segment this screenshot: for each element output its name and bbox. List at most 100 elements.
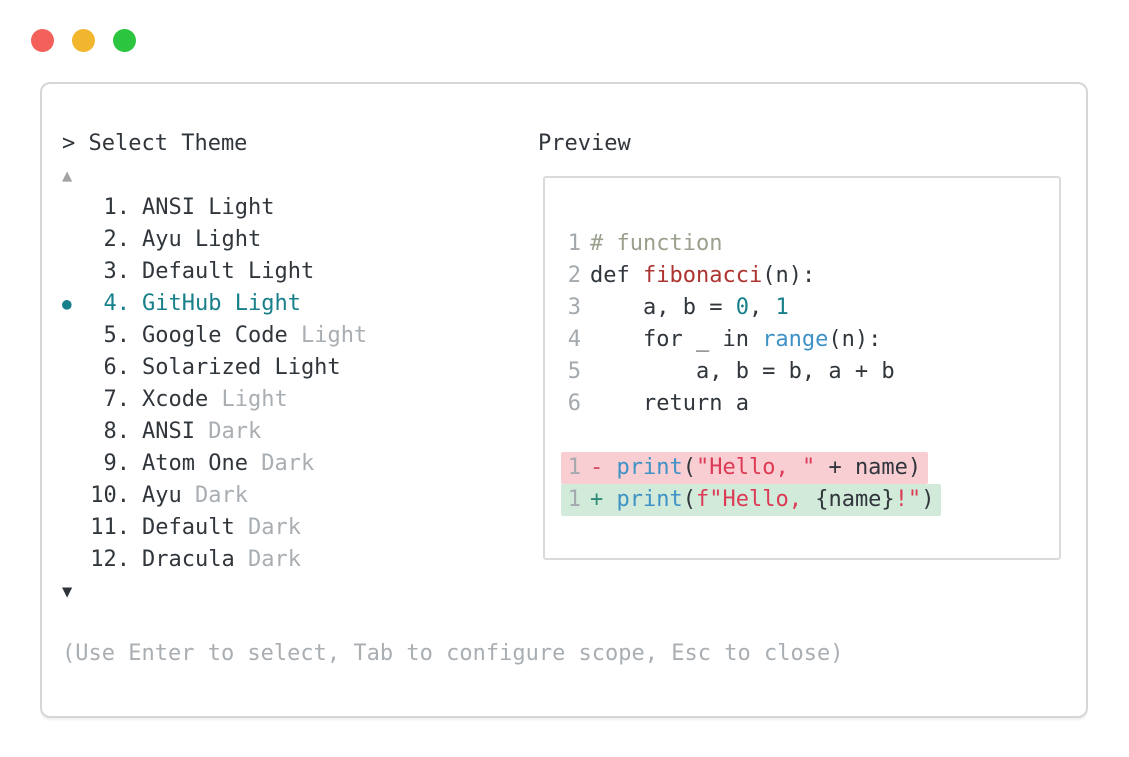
code-token-default: , [748, 295, 776, 320]
theme-option-label-part: Dracula [142, 547, 248, 572]
line-number: 1 [567, 231, 581, 256]
theme-option[interactable]: 10.Ayu Dark [42, 480, 522, 512]
dialog-prompt: > Select Theme [62, 131, 248, 156]
theme-option-label-part: Solarized Light [142, 355, 341, 380]
theme-option-label: ANSI Dark [142, 419, 261, 444]
code-token-builtin: print [616, 455, 683, 480]
code-token-default: a, b = b, a + b [590, 359, 895, 384]
theme-option[interactable]: ● 4. GitHub Light [42, 288, 522, 320]
keyboard-hint: (Use Enter to select, Tab to configure s… [62, 641, 844, 666]
theme-option[interactable]: 8. ANSI Dark [42, 416, 522, 448]
theme-list: 1. ANSI Light 2.Ayu Light 3. Default Light ● 4… [42, 192, 522, 576]
line-number: 2 [567, 263, 581, 288]
preview-label: Preview [538, 131, 631, 156]
theme-option-label: Dracula Dark [142, 547, 301, 572]
theme-option-number: 5. [103, 323, 131, 348]
traffic-lights [31, 29, 136, 52]
theme-option[interactable]: 3. Default Light [42, 256, 522, 288]
code-line-content: 4 for _ in range(n): [561, 324, 888, 356]
line-number: 1 [567, 487, 581, 512]
theme-option-label: Default Light [142, 259, 314, 284]
theme-option[interactable]: 9.Atom One Dark [42, 448, 522, 480]
minimize-button[interactable] [72, 29, 95, 52]
theme-option-label-part: Dark [208, 419, 262, 444]
code-line-content: 3 a, b = 0, 1 [561, 292, 796, 324]
theme-option-label-part: ANSI [142, 419, 209, 444]
theme-option-label: Atom One Dark [142, 451, 314, 476]
theme-option-label-part: Dark [261, 451, 315, 476]
theme-option[interactable]: 5. Google Code Light [42, 320, 522, 352]
code-line-content: 1- print("Hello, " + name) [561, 452, 929, 484]
theme-option-label: Ayu Dark [142, 483, 248, 508]
theme-option-number: 3. [103, 259, 131, 284]
close-button[interactable] [31, 29, 54, 52]
code-line: 3 a, b = 0, 1 [567, 292, 941, 324]
theme-option-label: Xcode Light [142, 387, 288, 412]
theme-option[interactable]: 1. ANSI Light [42, 192, 522, 224]
code-token-default: ( [682, 455, 696, 480]
code-token-string: f"Hello, [695, 487, 816, 512]
code-token-default: for _ in [590, 327, 763, 352]
code-line [567, 420, 941, 452]
theme-option-number: 4. [103, 291, 131, 316]
code-token-add_sign: + [590, 487, 617, 512]
theme-option-label: Ayu Light [142, 227, 261, 252]
code-token-default: + name) [815, 455, 922, 480]
theme-picker-dialog: > Select Theme Preview ▲ 1. ANSI Light 2.A… [40, 82, 1088, 718]
line-number: 1 [567, 455, 581, 480]
code-line: 4 for _ in range(n): [567, 324, 941, 356]
theme-option[interactable]: 11.Default Dark [42, 512, 522, 544]
theme-option[interactable]: 12. Dracula Dark [42, 544, 522, 576]
code-token-builtin: range [762, 327, 829, 352]
code-token-default: (n): [828, 327, 882, 352]
code-token-builtin: print [616, 487, 683, 512]
theme-option-label: GitHub Light [142, 291, 301, 316]
code-token-default: ) [921, 487, 935, 512]
theme-option-label-part: Google Code [142, 323, 301, 348]
theme-option-number: 8. [103, 419, 131, 444]
code-token-number: 1 [775, 295, 789, 320]
theme-option-label-part: Ayu Light [142, 227, 262, 252]
theme-option-label-part: Dark [247, 515, 301, 540]
line-number: 3 [567, 295, 581, 320]
code-token-function: fibonacci [642, 263, 763, 288]
code-token-string: !" [894, 487, 922, 512]
code-token-string: "Hello, " [695, 455, 816, 480]
code-token-del_sign: - [590, 455, 617, 480]
code-line: 1# function [567, 228, 941, 260]
theme-option-label: Google Code Light [142, 323, 367, 348]
line-number: 6 [567, 391, 581, 416]
selected-marker-icon: ● [62, 294, 72, 313]
line-number: 5 [567, 359, 581, 384]
code-token-default: return a [590, 391, 749, 416]
code-line: 5 a, b = b, a + b [567, 356, 941, 388]
code-line-content: 6 return a [561, 388, 756, 420]
code-line-content: 1+ print(f"Hello, {name}!") [561, 484, 942, 516]
theme-option[interactable]: 6.Solarized Light [42, 352, 522, 384]
theme-option-label: Solarized Light [142, 355, 341, 380]
theme-option[interactable]: 7.Xcode Light [42, 384, 522, 416]
code-line: 6 return a [567, 388, 941, 420]
scroll-up-icon[interactable]: ▲ [62, 166, 73, 186]
theme-option-label: ANSI Light [142, 195, 274, 220]
theme-option-number: 12. [90, 547, 130, 572]
theme-option-label-part: Atom One [142, 451, 262, 476]
code-line-content: 5 a, b = b, a + b [561, 356, 902, 388]
theme-option-label-part: GitHub Light [142, 291, 301, 316]
theme-option-label-part: Light [221, 387, 288, 412]
line-number: 4 [567, 327, 581, 352]
scroll-down-icon[interactable]: ▼ [62, 582, 73, 602]
theme-option[interactable]: 2.Ayu Light [42, 224, 522, 256]
theme-option-label-part: Light [300, 323, 368, 348]
code-token-default: (n): [762, 263, 816, 288]
zoom-button[interactable] [113, 29, 136, 52]
theme-option-number: 1. [103, 195, 131, 220]
theme-option-label-part: ANSI Light [142, 195, 275, 220]
theme-option-label: Default Dark [142, 515, 301, 540]
code-line-content: 1# function [561, 228, 729, 260]
code-line-deletion: 1- print("Hello, " + name) [561, 452, 941, 484]
code-line-addition: 1+ print(f"Hello, {name}!") [561, 484, 942, 516]
